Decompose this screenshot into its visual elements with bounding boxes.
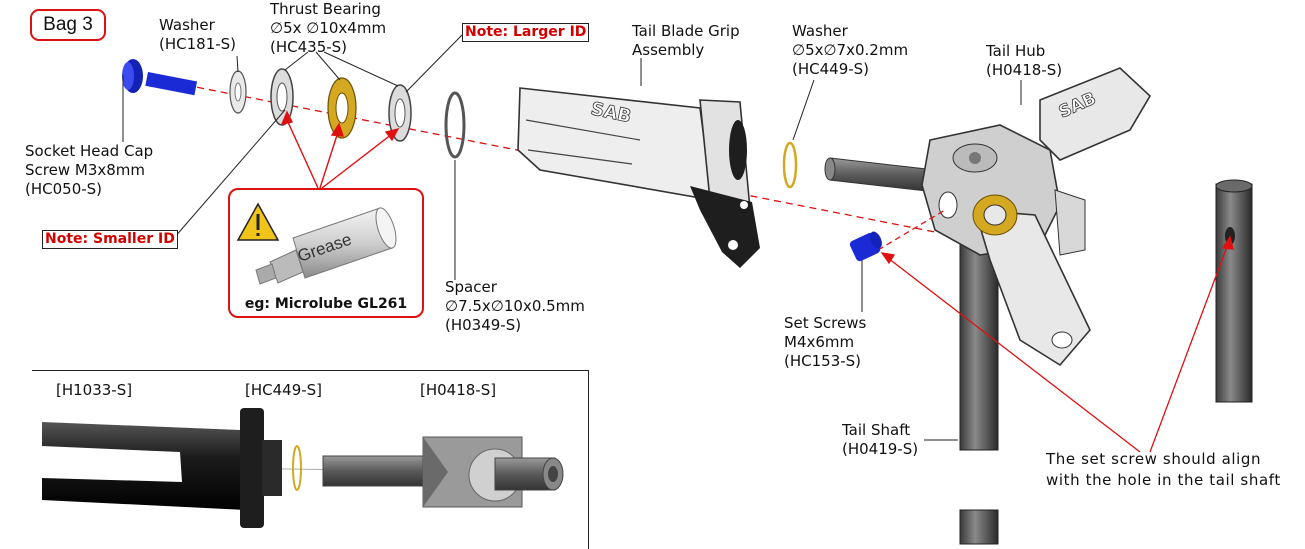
inset-label-washer: [HC449-S] xyxy=(245,381,323,399)
inset-label-hub: [H0418-S] xyxy=(420,381,497,399)
inset-drawing xyxy=(42,408,564,528)
inset-label-grip: [H1033-S] xyxy=(56,381,133,399)
washer-hc181-part xyxy=(229,70,247,114)
bearing-cage-part xyxy=(327,77,357,139)
socket-screw-part xyxy=(122,59,198,96)
tail-hub-part: SAB xyxy=(921,67,1152,367)
grease-callout: eg: Microlube GL261 xyxy=(228,188,424,318)
label-washer-hc449: Washer∅5x∅7x0.2mm(HC449-S) xyxy=(792,22,909,78)
blade-grip-part: SAB xyxy=(517,87,760,268)
tail-shaft-part xyxy=(959,229,999,545)
inset-frame xyxy=(32,370,589,549)
washer-hc449-part xyxy=(782,141,798,189)
thrust-leaders xyxy=(122,34,1022,441)
label-spacer: Spacer∅7.5x∅10x0.5mm(H0349-S) xyxy=(445,278,585,334)
label-thrust-bearing: Thrust Bearing∅5x ∅10x4mm(HC435-S) xyxy=(270,0,387,56)
spacer-part xyxy=(444,91,466,159)
note-larger-id: Note: Larger ID xyxy=(462,23,590,42)
set-screw-part xyxy=(849,231,882,262)
bag-label: Bag 3 xyxy=(30,9,106,41)
alignment-note: The set screw should align with the hole… xyxy=(1046,450,1281,489)
hub-shaft-part xyxy=(824,157,936,193)
shaft-detail-part xyxy=(1215,179,1253,403)
label-tail-hub: Tail Hub(H0418-S) xyxy=(986,42,1063,79)
alignment-leaders xyxy=(880,235,1234,453)
label-washer-hc181: Washer(HC181-S) xyxy=(159,16,237,53)
note-smaller-id: Note: Smaller ID xyxy=(42,230,178,249)
grease-caption: eg: Microlube GL261 xyxy=(244,296,408,312)
bearing-race-1-part xyxy=(270,68,294,126)
bearing-race-2-part xyxy=(388,84,412,142)
setscrew-axis-line xyxy=(877,209,946,251)
grease-arrows xyxy=(280,110,400,189)
label-tail-shaft: Tail Shaft(H0419-S) xyxy=(842,421,919,458)
